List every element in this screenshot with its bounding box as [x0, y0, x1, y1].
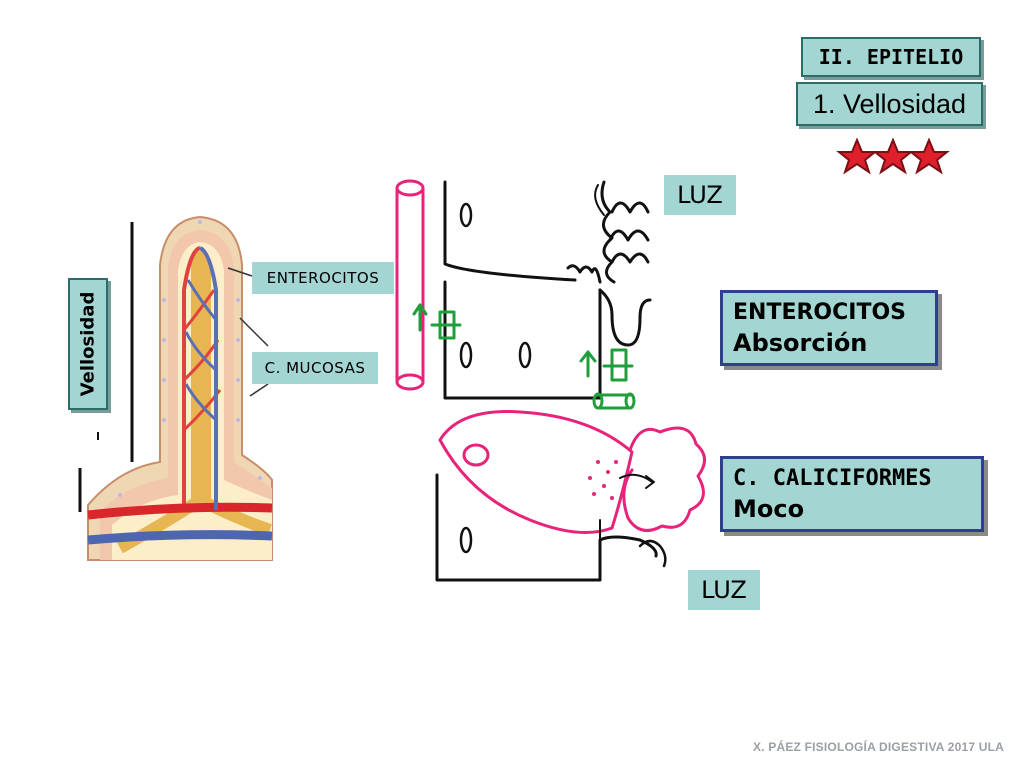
vellosidad-side-label: Vellosidad: [68, 278, 108, 410]
section-title-text: II. EPITELIO: [818, 45, 964, 69]
villus-illustration: [87, 215, 273, 561]
rating-stars: [836, 137, 950, 175]
caliciformes-info-function: Moco: [733, 495, 805, 523]
enterocyte-sketch: [395, 179, 706, 582]
mucosas-tag: C. MUCOSAS: [252, 352, 378, 384]
enterocitos-tag-text: ENTEROCITOS: [266, 269, 380, 287]
luz-top-text: LUZ: [677, 181, 723, 209]
luz-top-label: LUZ: [664, 175, 736, 215]
enterocitos-info-function: Absorción: [733, 329, 868, 357]
enterocitos-tag: ENTEROCITOS: [252, 262, 394, 294]
star-icon: [836, 137, 878, 175]
star-icon: [872, 137, 914, 175]
enterocitos-pointer: [227, 267, 253, 277]
mucosas-pointer: [239, 317, 269, 347]
luz-bottom-label: LUZ: [688, 570, 760, 610]
star-icon: [908, 137, 950, 175]
subsection-title: 1. Vellosidad: [796, 82, 983, 126]
enterocitos-info-title: ENTEROCITOS: [733, 300, 907, 325]
mucosas-tag-text: C. MUCOSAS: [264, 359, 366, 377]
caliciformes-info-box: C. CALICIFORMES Moco: [720, 456, 984, 532]
goblet-cell: [438, 410, 706, 534]
capillary-tube: [395, 179, 425, 391]
enterocitos-info-box: ENTEROCITOS Absorción: [720, 290, 938, 366]
section-title: II. EPITELIO: [801, 37, 981, 77]
luz-bottom-text: LUZ: [701, 576, 747, 604]
caliciformes-info-title: C. CALICIFORMES: [733, 466, 932, 491]
vellosidad-side-label-text: Vellosidad: [77, 291, 99, 397]
footer-credit: X. PÁEZ FISIOLOGÍA DIGESTIVA 2017 ULA: [753, 740, 1004, 754]
subsection-title-text: 1. Vellosidad: [812, 89, 967, 119]
